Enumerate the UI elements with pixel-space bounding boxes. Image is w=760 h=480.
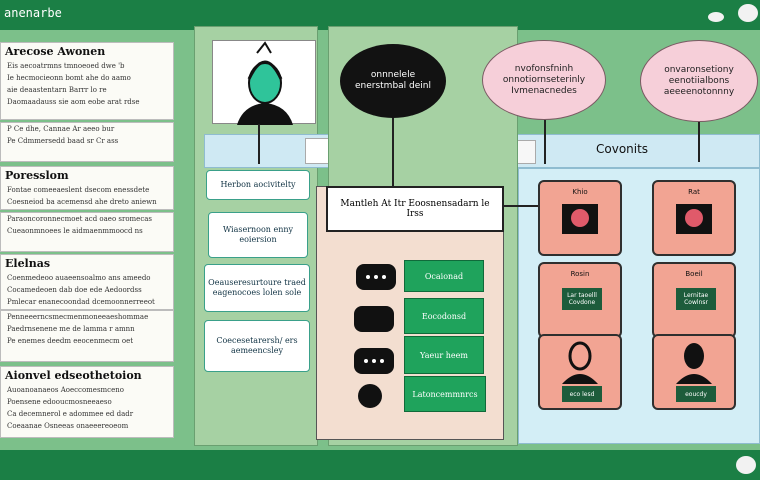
- note-line: Ie hecmocieonn bomt ahe do aamo: [7, 74, 131, 82]
- card-label: Rosin: [570, 270, 590, 278]
- note-line: Pe Cdmmersedd baad sr Cr ass: [7, 137, 119, 145]
- note-line: Coesneiod ba acemensd ahe dreto aniewn: [7, 198, 157, 206]
- note-line: Coeaanae Osneeas onaeeereoeom: [7, 422, 129, 430]
- brain-icon: [562, 204, 598, 234]
- avatar-frame: [212, 40, 316, 125]
- status-dot-icon[interactable]: [736, 456, 756, 474]
- note-line: Pmlecar enanecoondad dcemoonnerreeot: [7, 298, 155, 306]
- note-line: Cueaonmnoees le aidmaenmmoocd ns: [7, 227, 143, 235]
- ai-option-button[interactable]: Ocaionad: [404, 260, 484, 292]
- face-icon: [237, 41, 293, 125]
- note-line: Paedrnsenene me de lamma r amnn: [7, 325, 135, 333]
- connector-line: [392, 118, 394, 188]
- note-line: Fontae comeeaeslent dsecom enessdete: [7, 186, 150, 194]
- note-heading: Arecose Awonen: [5, 45, 106, 58]
- note-line: Penneeerncsmecmenmoneeaeshommae: [7, 313, 149, 321]
- flow-box[interactable]: Coecesetarersh/ ers aemeencsley: [204, 320, 310, 372]
- card-label: Boeil: [685, 270, 703, 278]
- note-line: Poensene edooucmosneeaeso: [7, 398, 112, 406]
- person-icon: [676, 343, 712, 384]
- note-line: P Ce dhe, Cannae Ar aeeo bur: [7, 125, 115, 133]
- contact-card[interactable]: eoucdy: [652, 334, 736, 410]
- pink-bubble: nvofonsfninh onnotiornseterinly Ivmenacn…: [482, 40, 606, 120]
- close-icon[interactable]: [738, 4, 758, 22]
- pink-bubble: onvaronsetiony eenotiialbons aeeeenotonn…: [640, 40, 758, 122]
- connector-line: [258, 124, 260, 164]
- card-tag: eco lesd: [562, 386, 602, 402]
- note-line: Paraoncoronnecmoet acd oaeo sromecas: [7, 215, 153, 223]
- connector-line: [504, 205, 538, 207]
- connector-line: [698, 122, 700, 162]
- contact-card[interactable]: Rosin Lar taoelll Covdone: [538, 262, 622, 338]
- note-card: Aionvel edseothetoion Auoanoanaeos Aoecc…: [0, 366, 174, 438]
- status-bar: [0, 450, 760, 480]
- flow-box[interactable]: Wiasernoon enny eoiersion: [208, 212, 308, 258]
- window-title: anenarbe: [4, 6, 62, 20]
- chat-icon: [354, 348, 394, 374]
- note-card: Elelnas Coenmedeoo auaeensoalmo ans amee…: [0, 254, 174, 310]
- note-heading: Elelnas: [5, 257, 51, 270]
- brain-icon: [676, 204, 712, 234]
- record-icon: [358, 384, 382, 408]
- card-label: Rat: [688, 188, 700, 196]
- note-line: Eis aecoatrmns tmnoeoed dwe 'b: [7, 62, 125, 70]
- flow-box[interactable]: Herbon aocivitelty: [206, 170, 310, 200]
- note-line: Coenmedeoo auaeensoalmo ans ameedo: [7, 274, 151, 282]
- section-label-right: Covonits: [596, 142, 649, 156]
- ai-option-button[interactable]: Eocodonsd: [404, 298, 484, 334]
- card-tag: Lar taoelll Covdone: [562, 288, 602, 310]
- contact-card[interactable]: eco lesd: [538, 334, 622, 410]
- chat-icon: [356, 264, 396, 290]
- ai-option-button[interactable]: Latoncemmnrcs: [404, 376, 486, 412]
- flow-box[interactable]: Oeauseresurtoure traed eagenocoes lolen …: [204, 264, 310, 312]
- note-line: Auoanoanaeos Aoeccomesmceno: [7, 386, 124, 394]
- note-card: Poresslom Fontae comeeaeslent dsecom ene…: [0, 166, 174, 210]
- note-line: Cocamedeoen dab doe ede Aedoordss: [7, 286, 142, 294]
- note-card: Arecose Awonen Eis aecoatrmns tmnoeoed d…: [0, 42, 174, 120]
- connector-line: [544, 120, 546, 164]
- card-tag: Lernitae Cowlnsr: [676, 288, 716, 310]
- title-bar: anenarbe: [0, 0, 760, 30]
- chat-icon: [354, 306, 394, 332]
- contact-card[interactable]: Boeil Lernitae Cowlnsr: [652, 262, 736, 338]
- note-card: Penneeerncsmecmenmoneeaeshommae Paedrnse…: [0, 310, 174, 362]
- note-line: Pe enemes deedm eeocenmecm oet: [7, 337, 134, 345]
- minimize-icon[interactable]: [706, 10, 726, 24]
- contact-card[interactable]: Khio: [538, 180, 622, 256]
- note-line: Daomaadauss sie aom eobe arat rdse: [7, 98, 140, 106]
- note-line: aie deaastentarn Barrr lo re: [7, 86, 107, 94]
- ai-bubble: onnnelele enerstmbal deinl: [340, 44, 446, 118]
- card-label: Khio: [572, 188, 588, 196]
- note-card: P Ce dhe, Cannae Ar aeeo bur Pe Cdmmerse…: [0, 122, 174, 162]
- notes-column: Arecose Awonen Eis aecoatrmns tmnoeoed d…: [0, 42, 174, 438]
- person-icon: [562, 341, 598, 384]
- note-heading: Aionvel edseothetoion: [5, 369, 142, 382]
- note-line: Ca decemnerol e adommee ed dadr: [7, 410, 134, 418]
- note-heading: Poresslom: [5, 169, 69, 182]
- card-tag: eoucdy: [676, 386, 716, 402]
- note-card: Paraoncoronnecmoet acd oaeo sromecas Cue…: [0, 212, 174, 252]
- model-title: Mantleh At Itr Eoosnensadarn le Irss: [340, 199, 490, 219]
- ai-option-button[interactable]: Yaeur heem: [404, 336, 484, 374]
- contact-card[interactable]: Rat: [652, 180, 736, 256]
- model-title-box: Mantleh At Itr Eoosnensadarn le Irss: [326, 186, 504, 232]
